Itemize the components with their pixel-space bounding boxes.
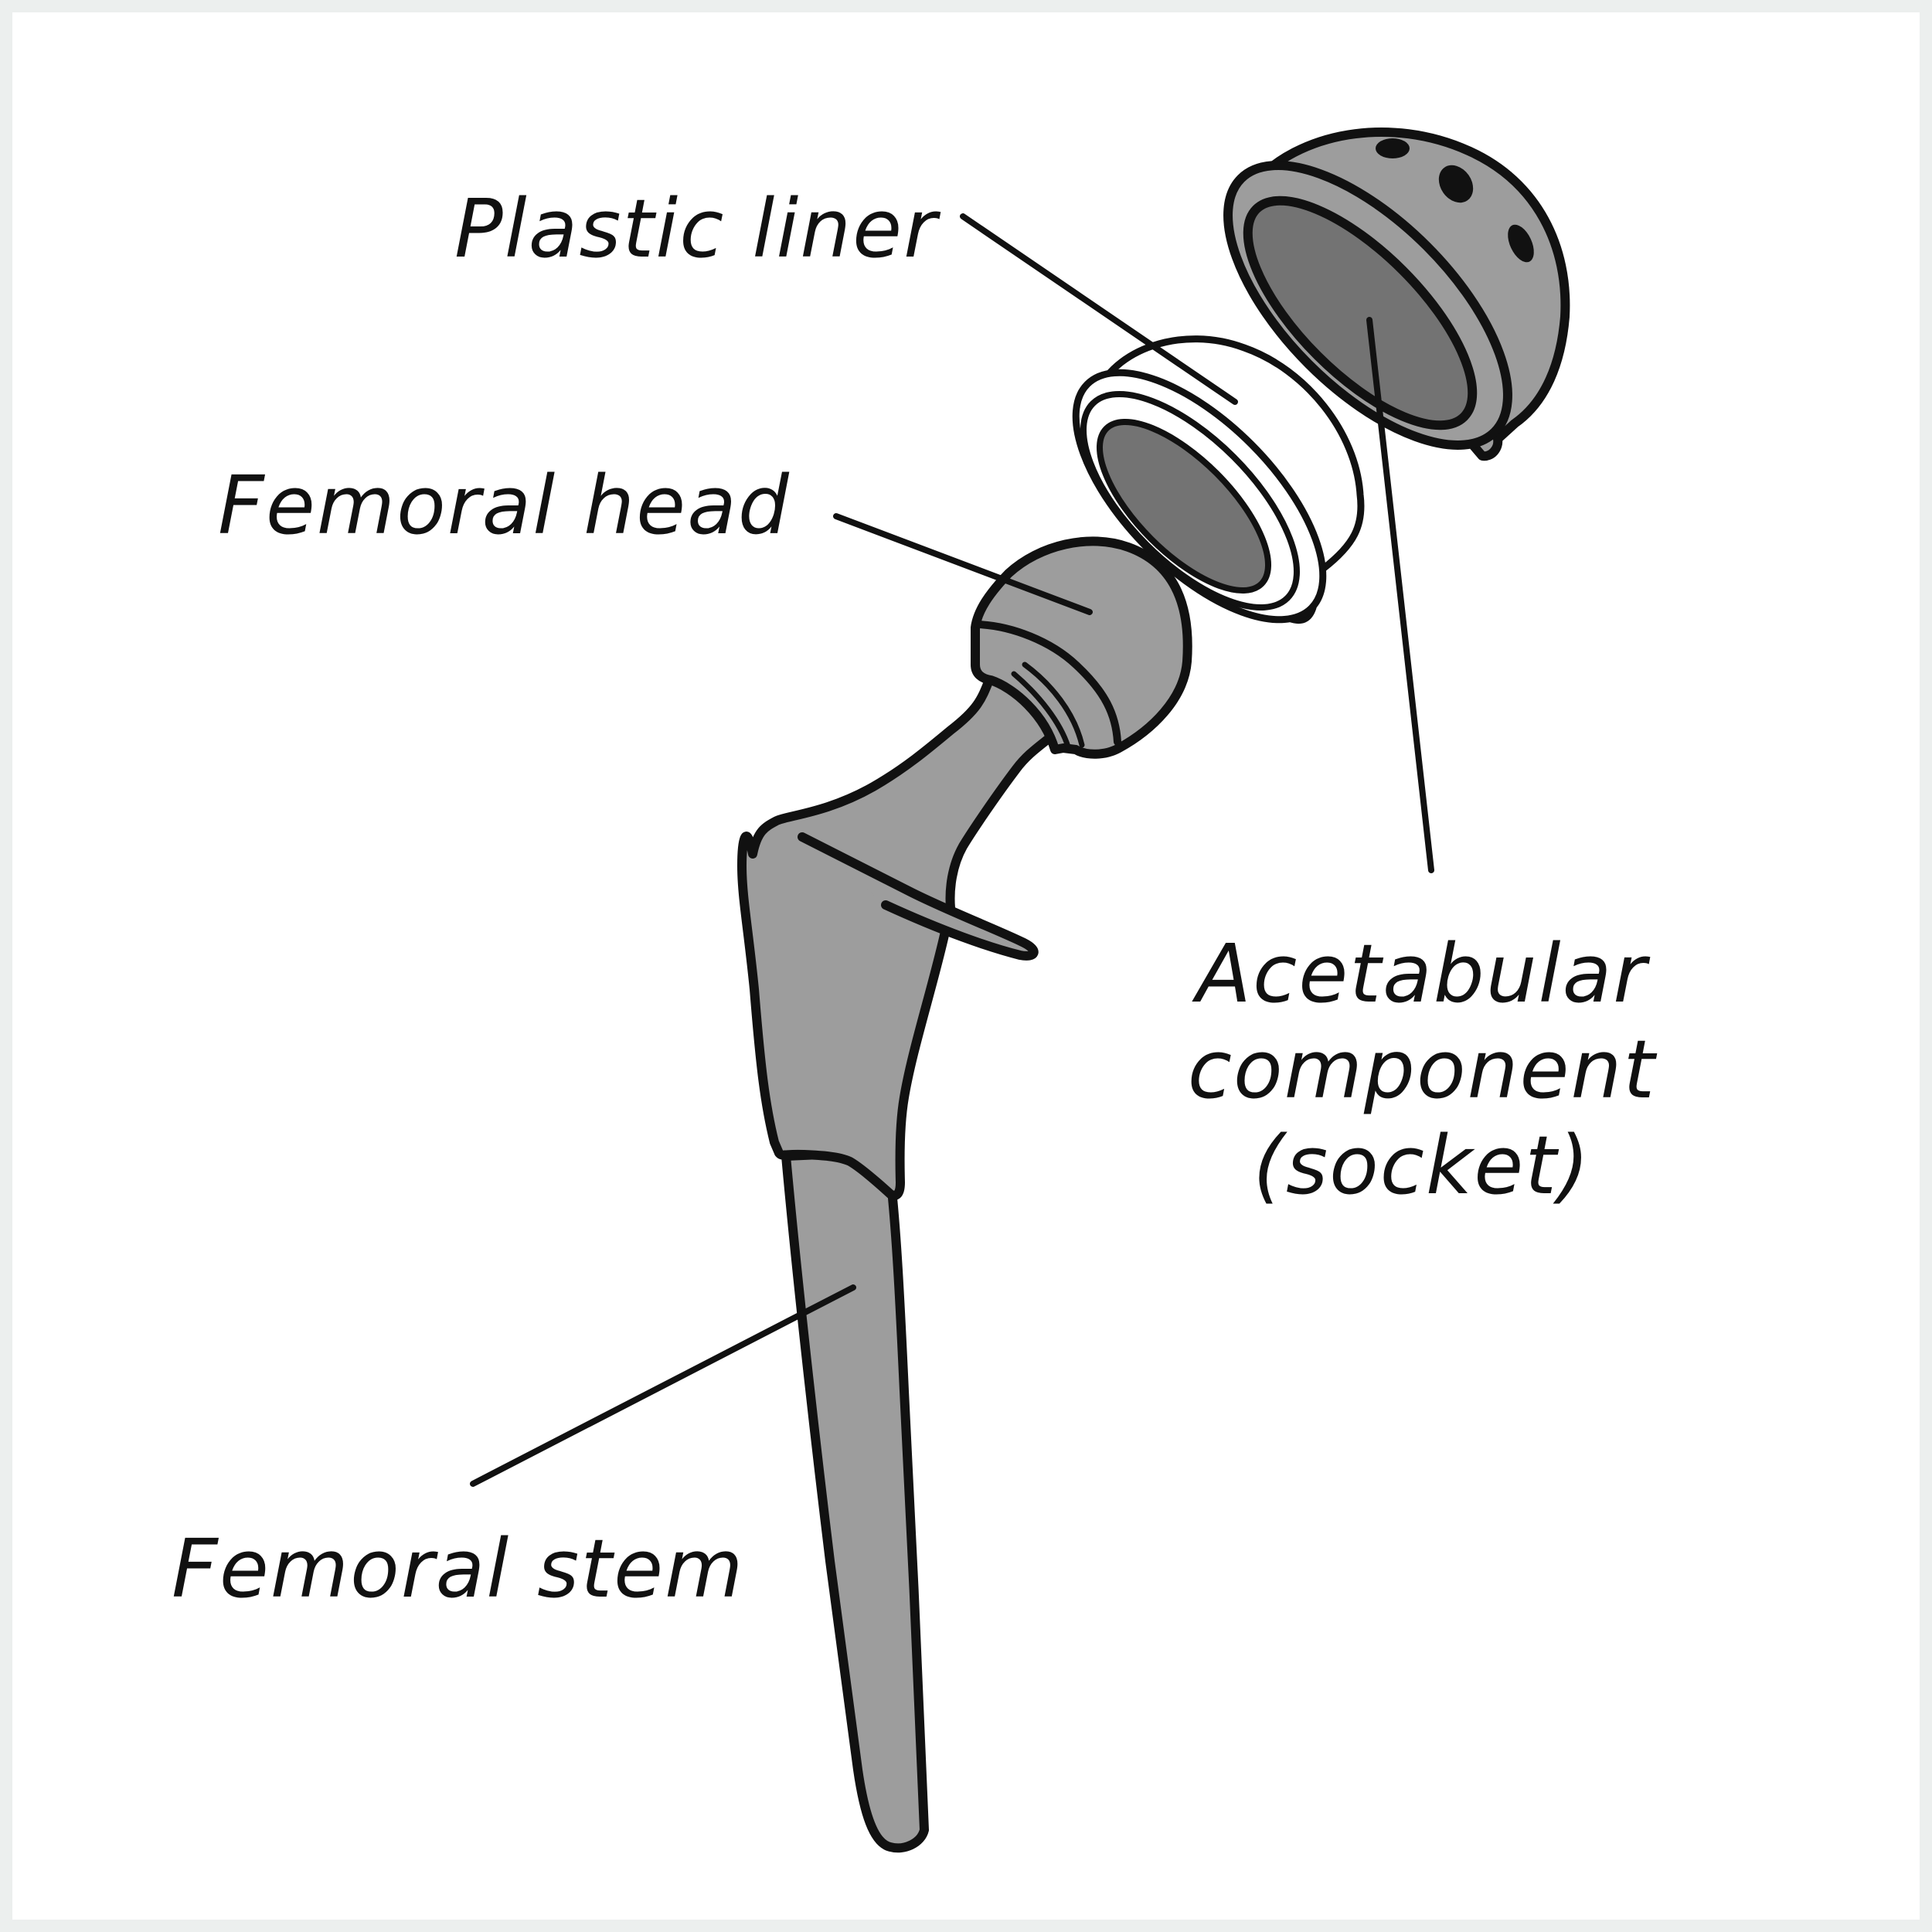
diagram-frame: [12, 12, 1920, 1920]
acetabular-screw-hole-3: [1508, 224, 1534, 263]
leader-line-femoral-stem: [470, 1284, 856, 1487]
label-femoral-stem: Femoral stem: [172, 1522, 745, 1616]
leader-line-plastic-liner: [960, 213, 1238, 405]
femoral-stem-shaft: [781, 1147, 929, 1853]
label-acetabular-line-3: (socket): [1253, 1118, 1591, 1213]
label-acetabular-component: Acetabular component (socket): [1182, 926, 1662, 1213]
acetabular-screw-hole-1: [1376, 138, 1410, 158]
femoral-head-ball: [971, 536, 1192, 759]
label-acetabular-line-1: Acetabular: [1196, 927, 1648, 1021]
acetabular-shell-cavity: [1243, 196, 1478, 430]
leader-line-femoral-head: [833, 513, 1093, 615]
label-femoral-head: Femoral head: [218, 458, 791, 553]
femoral-head-taper-edge: [975, 621, 1121, 746]
femoral-stem-collar: [798, 832, 1039, 961]
leader-line-acetabular: [1366, 317, 1434, 873]
plastic-liner-rim-inner: [1080, 391, 1300, 611]
plastic-liner-cavity: [1096, 418, 1272, 594]
acetabular-screw-hole-2: [1438, 165, 1474, 203]
femoral-head-taper-groove-1: [1011, 671, 1071, 750]
femoral-head-taper-groove-2: [1022, 662, 1085, 748]
label-plastic-liner: Plastic liner: [454, 182, 938, 276]
label-acetabular-line-2: component: [1187, 1022, 1657, 1117]
